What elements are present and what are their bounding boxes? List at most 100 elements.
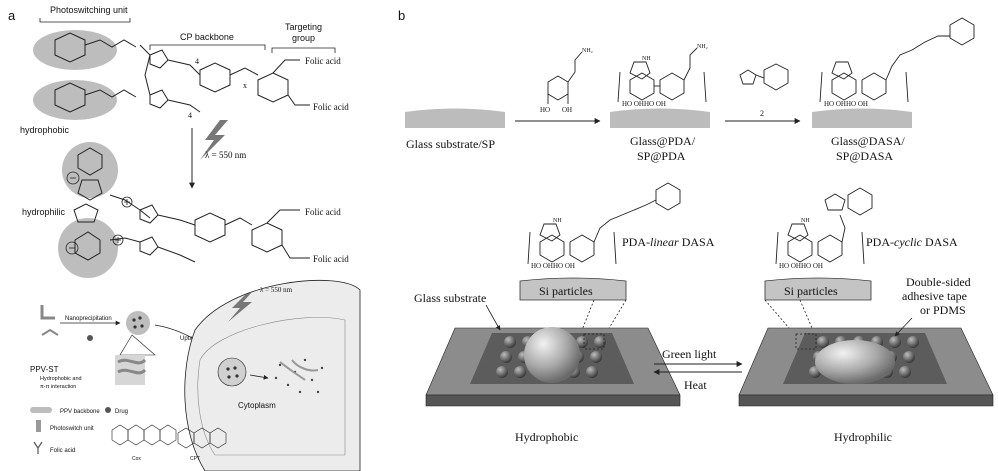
repeat-x-label: x <box>243 81 247 90</box>
cyclic-dasa-structure <box>775 187 873 265</box>
photoswitch-circle-1 <box>62 142 118 198</box>
cp-backbone-bracket <box>149 44 266 50</box>
silica-bead <box>903 351 915 363</box>
dopamine-ho: HO <box>540 106 550 114</box>
silica-bead <box>899 366 911 378</box>
cell-membrane <box>184 279 361 471</box>
si-particles-bar-right <box>764 277 872 301</box>
water-droplet-hydrophobic <box>524 327 580 383</box>
cp-backbone-label: CP backbone <box>180 32 234 42</box>
glass-substrate-2 <box>610 108 710 128</box>
silica-bead <box>817 336 829 348</box>
cox-label: Cox <box>132 456 141 462</box>
nanoprecipitation-label: Nanoprecipitation <box>65 316 112 322</box>
legend-ppv-label: PPV backbone <box>60 409 100 415</box>
cpt-label: CPT <box>190 456 200 462</box>
si-particles-bar-left <box>519 277 627 301</box>
silica-bead <box>590 351 602 363</box>
bottom-light-label: λ = 550 nm <box>260 286 293 294</box>
tape-label-2: adhesive tape <box>902 289 967 303</box>
dopamine-oh: OH <box>562 106 572 114</box>
si-particles-label-right: Si particles <box>784 284 838 298</box>
linear-dasa-structure <box>527 182 681 265</box>
plus-charge-icon-1 <box>121 196 133 208</box>
cyclic-oh-group: HO OHHO OH <box>779 262 823 270</box>
hydrophobic-substrate <box>425 327 681 407</box>
uptake-label: Uptake <box>180 336 200 342</box>
silica-bead <box>500 351 512 363</box>
dopamine-structure <box>547 51 583 104</box>
legend-folic-label: Folic acid <box>50 448 75 454</box>
water-droplet-hydrophilic <box>815 340 895 384</box>
pda-cyclic-label: PDA-cyclic DASA <box>866 235 958 249</box>
cytoplasm-label: Cytoplasm <box>238 401 276 410</box>
cell-inner-membrane <box>197 317 346 456</box>
pda-nh2: NH₂ <box>697 44 708 50</box>
pda-nh: NH <box>642 56 651 62</box>
reagent-2-label: 2 <box>760 109 764 118</box>
panel-a: a Photoswitching unit CP backbone Target… <box>8 5 361 471</box>
legend-folic-swatch <box>33 441 43 454</box>
minus-charge-icon-2 <box>65 241 79 255</box>
legend-drug-label: Drug <box>115 409 128 415</box>
silica-bead <box>594 336 606 348</box>
ppv-st-label: PPV-ST <box>30 365 59 374</box>
hydrophobic-label: hydrophobic <box>20 125 70 135</box>
folic-acid-label-4: Folic acid <box>313 254 349 264</box>
photoswitching-bracket <box>39 18 131 23</box>
legend-panel-a: PPV backbone Drug Photoswitch unit Folic… <box>30 407 227 462</box>
light-label: λ = 550 nm <box>205 150 246 160</box>
tape-label-1: Double-sided <box>906 275 971 289</box>
panel-b-label: b <box>398 8 405 23</box>
step3-label-2: SP@DASA <box>836 149 893 163</box>
interaction-label-2: π-π interaction <box>40 384 76 390</box>
silica-bead <box>504 336 516 348</box>
pda-structure <box>617 47 707 103</box>
photoswitch-ellipse-2 <box>33 80 117 120</box>
legend-ppv-swatch <box>30 407 52 413</box>
silica-bead <box>576 336 588 348</box>
hydrophilic-state-label: Hydrophilic <box>834 430 892 444</box>
glass-substrate-pointer <box>485 304 501 331</box>
pda-oh-group: HO OHHO OH <box>622 100 666 108</box>
legend-photoswitch-swatch <box>36 420 41 432</box>
cpt-structure <box>177 427 227 449</box>
linear-oh-group: HO OHHO OH <box>531 262 575 270</box>
repeat-4-label-1: 4 <box>195 57 199 66</box>
tape-label-3: or PDMS <box>920 303 966 317</box>
released-backbone <box>279 359 319 381</box>
zoom-connector-left-b <box>604 299 627 336</box>
dasa-surface-structure <box>819 17 975 103</box>
silica-bead <box>907 336 919 348</box>
nanoprecipitation-scheme: Nanoprecipitation PPV-ST Hydrophobic and… <box>30 305 223 390</box>
hydrophobic-molecule <box>54 32 310 113</box>
cox-structure <box>111 424 177 446</box>
nanoparticle-in-cell <box>217 357 247 387</box>
lightning-icon-2 <box>228 292 252 322</box>
glass-substrate-label: Glass substrate <box>414 291 486 305</box>
folic-acid-label-3: Folic acid <box>305 207 341 217</box>
step2-label-2: SP@PDA <box>637 149 686 163</box>
silica-bead <box>514 366 526 378</box>
tape-pointer <box>894 317 913 337</box>
legend-drug-swatch <box>105 407 111 413</box>
plus-charge-icon-2 <box>112 234 124 246</box>
repeat-4-label-2: 4 <box>188 111 192 120</box>
hydrophilic-molecule <box>73 147 310 263</box>
glass-substrate-3 <box>812 108 912 128</box>
pda-linear-label: PDA-linear DASA <box>622 235 715 249</box>
heat-label: Heat <box>684 378 707 392</box>
minus-charge-icon-1 <box>66 171 80 185</box>
glass-substrate-1 <box>405 108 505 128</box>
step1-label: Glass substrate/SP <box>406 137 495 151</box>
lightning-icon <box>200 120 228 160</box>
dopamine-nh2: NH₂ <box>582 48 593 54</box>
dasa-oh-group: HO OHHO OH <box>824 100 868 108</box>
photoswitch-ellipse-1 <box>33 30 117 70</box>
step2-label-1: Glass@PDA/ <box>630 134 696 148</box>
zoom-box-left <box>583 333 605 350</box>
photoswitching-unit-label: Photoswitching unit <box>50 5 128 15</box>
green-light-label: Green light <box>662 347 717 361</box>
silica-bead <box>496 366 508 378</box>
